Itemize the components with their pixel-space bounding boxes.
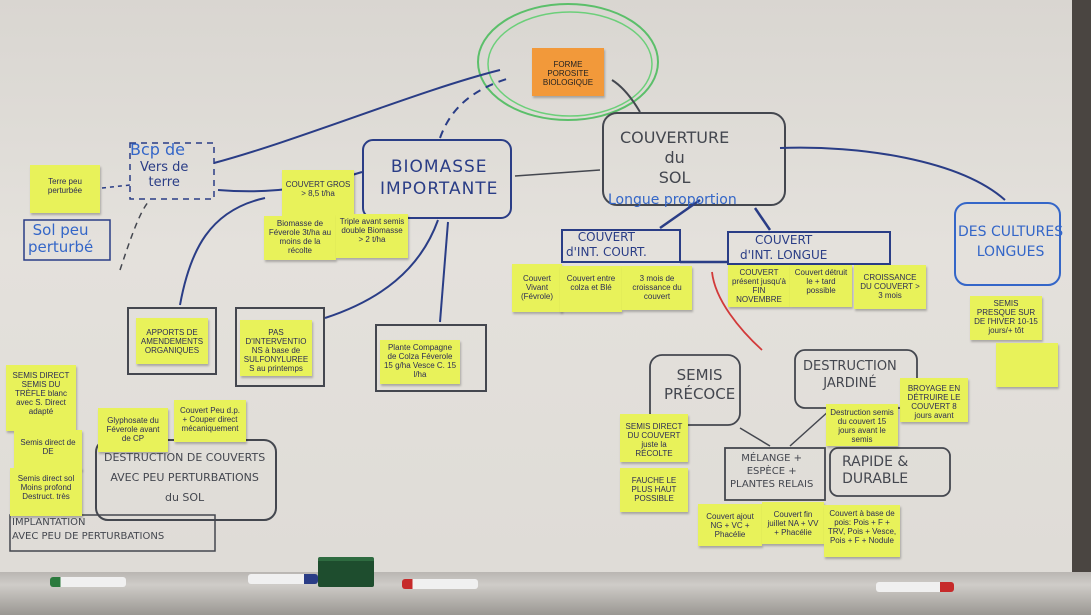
label-longue-proportion: Longue proportion [608, 192, 737, 208]
arrow-court-to-couverture [659, 198, 701, 230]
note-plante-compagne: Plante Compagne de Colza Féverole 15 g/h… [380, 340, 460, 384]
note-semis-direct-sol: Semis direct sol Moins profond Destruct.… [10, 468, 82, 516]
green-circle [477, 3, 659, 121]
label-semis-precoce: SEMIS PRÉCOCE [664, 366, 736, 403]
label-destruction-jardine: DESTRUCTION JARDINÉ [803, 359, 897, 391]
melange-box [724, 447, 826, 501]
note-3-mois: 3 mois de croissance du couvert [622, 266, 692, 310]
arrow-apports-to-biomasse [179, 197, 266, 306]
apports-box [127, 307, 217, 375]
note-broyage: BROYAGE EN DÉTRUIRE LE COUVERT 8 jours a… [900, 378, 968, 422]
note-couvert-ajout: Couvert ajout NG + VC + Phacélie [698, 504, 762, 546]
implantation-box [9, 514, 216, 552]
note-couvert-gros: COUVERT GROS > 8,5 t/ha [282, 170, 354, 216]
arrow-vers-to-forme [213, 69, 501, 164]
note-couvert-base: Couvert à base de pois: Pois + F + TRV, … [824, 505, 900, 557]
red-marker-1[interactable] [402, 579, 478, 589]
label-couverture: COUVERTURE du SOL [620, 128, 730, 187]
note-apports-amendements: APPORTS DE AMENDEMENTS ORGANIQUES [136, 318, 208, 364]
label-sol-peu-perturbe: Sol peu perturbé [28, 221, 94, 256]
note-semis-direct-left: SEMIS DIRECT SEMIS DU TRÈFLE blanc avec … [6, 365, 76, 431]
biomasse-box [362, 139, 512, 219]
note-couvert-detruit: Couvert détruit le + tard possible [790, 265, 852, 307]
eraser[interactable] [318, 557, 374, 587]
note-triple-avant: Triple avant semis double Biomasse > 2 t… [336, 214, 408, 258]
note-glyphosate: Glyphosate du Féverole avant de CP [98, 408, 168, 452]
note-couvert-vivant: Couvert Vivant (Févrole) [512, 264, 562, 312]
arrow-terre-to-vers [101, 184, 131, 189]
green-circle-inner [487, 11, 653, 117]
label-couvert-longue: COUVERT d'INT. LONGUE [740, 233, 828, 262]
label-rapide-durable: RAPIDE & DURABLE [842, 454, 909, 487]
blue-marker[interactable] [248, 574, 318, 584]
label-vers-de-terre: Vers de terre [140, 160, 189, 190]
couvert-court-box [561, 229, 681, 263]
note-couvert-present: COUVERT présent jusqu'à FIN NOVEMBRE [728, 265, 790, 307]
note-biomasse-feverole: Biomasse de Féverole 3t/ha au moins de l… [264, 216, 336, 260]
note-semis-direct-couvert: SEMIS DIRECT DU COUVERT juste la RÉCOLTE [620, 414, 688, 462]
des-cultures-box [954, 202, 1061, 286]
note-semis-presque: SEMIS PRESQUE SUR DE l'HIVER 10-15 jours… [970, 296, 1042, 340]
note-couvert-entre-colza: Couvert entre colza et Blé [560, 266, 622, 312]
arrow-plante-to-biomasse [439, 221, 449, 323]
red-marker-2[interactable] [876, 582, 954, 592]
couvert-longue-box [727, 231, 891, 265]
note-empty [996, 343, 1058, 387]
plante-compagne-box [375, 324, 487, 392]
arrow-couverture-to-forme [611, 79, 641, 113]
label-couvert-court: COUVERT d'INT. COURT. [566, 230, 647, 259]
marker-tray [0, 572, 1091, 615]
note-croissance-couvert: CROISSANCE DU COUVERT > 3 mois [854, 265, 926, 309]
note-fauche: FAUCHE LE PLUS HAUT POSSIBLE [620, 468, 688, 512]
note-destruction-semis: Destruction semis du couvert 15 jours av… [826, 404, 898, 446]
arrow-melange-to-semis [739, 427, 771, 447]
arrow-sol-to-vers [119, 199, 151, 271]
sol-peu-box [23, 219, 111, 261]
arrow-pas-to-biomasse [324, 219, 439, 319]
label-implantation: IMPLANTATION AVEC PEU DE PERTURBATIONS [12, 517, 165, 542]
arrow-cultures-to-couverture [779, 146, 1006, 201]
arrow-longue-to-couverture [753, 207, 772, 231]
arrow-couverture-to-biomasse [514, 169, 601, 177]
note-pas-interventions: PAS D'INTERVENTIONS à base de SULFONYLUR… [240, 320, 312, 376]
arrow-red [711, 271, 763, 351]
wall [1072, 0, 1091, 615]
arrow-biomasse-to-forme [439, 77, 511, 139]
pas-interventions-box [235, 307, 325, 387]
note-couvert-peu-fp: Couvert Peu d.p. + Couper direct mécaniq… [174, 400, 246, 442]
arrow-melange-to-destruction [789, 409, 831, 447]
note-terre-peu-perturbee: Terre peu perturbée [30, 165, 100, 213]
label-biomasse: BIOMASSE IMPORTANTE [380, 157, 499, 199]
note-couvert-fin: Couvert fin juillet NA + VV + Phacélie [762, 502, 824, 544]
vers-de-terre-dashed [129, 142, 215, 200]
rapide-box [829, 447, 951, 497]
label-melange: MÉLANGE + ESPÈCE + PLANTES RELAIS [730, 453, 814, 490]
label-bcp-de: Bcp de [130, 140, 186, 159]
note-semis-direct-de: Semis direct de DE [14, 430, 82, 470]
note-forme-porosite: FORME POROSITE BIOLOGIQUE [532, 48, 604, 96]
semis-precoce-box [649, 354, 741, 426]
green-marker[interactable] [50, 577, 126, 587]
label-destruction-couverts: DESTRUCTION DE COUVERTS AVEC PEU PERTURB… [104, 451, 266, 504]
label-des-cultures: DES CULTURES LONGUES [958, 224, 1064, 260]
